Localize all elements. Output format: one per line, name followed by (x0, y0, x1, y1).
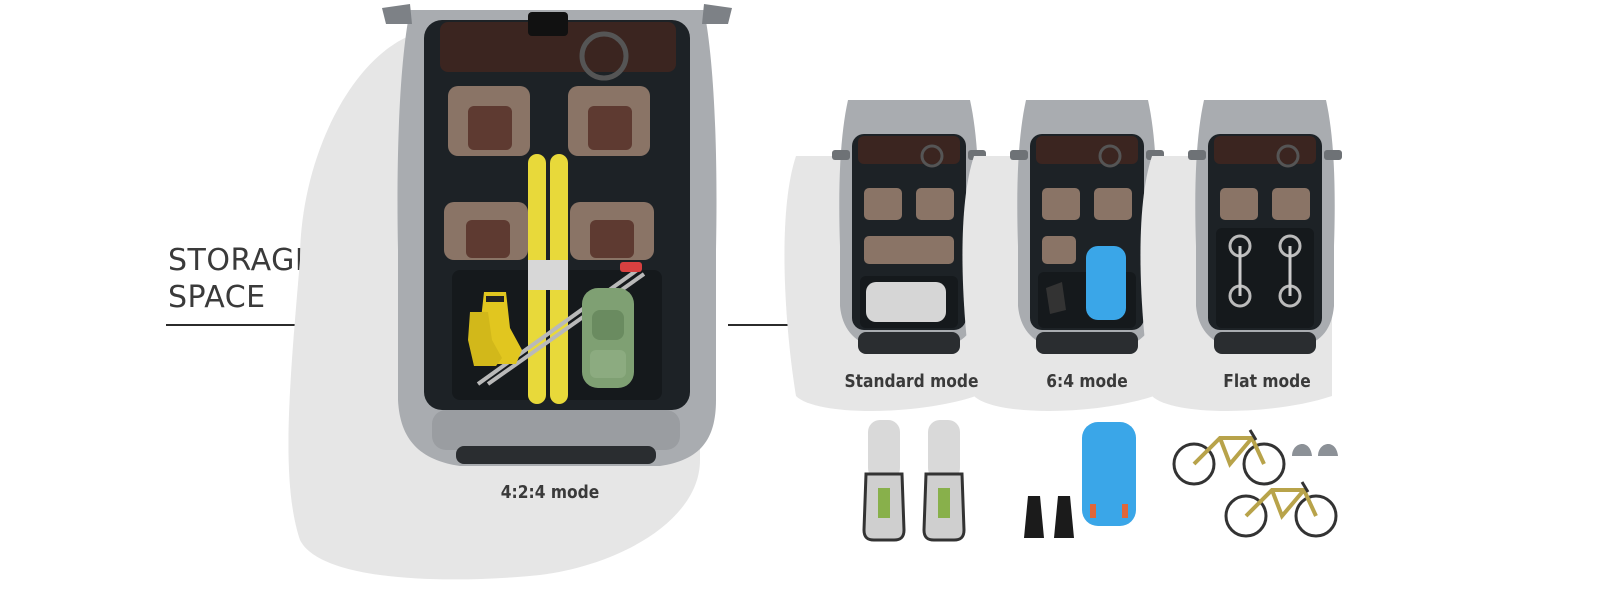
helmet-icon (1292, 443, 1338, 456)
title-line-2: SPACE (168, 280, 266, 315)
ski-icon (528, 154, 568, 404)
golf-bag-icon (862, 420, 966, 542)
mode-label-424: 4:2:4 mode (500, 482, 600, 503)
mode-label-flat: Flat mode (1223, 371, 1311, 392)
bodyboard-icon (1082, 422, 1136, 526)
section-title: STORAGE SPACE (168, 242, 314, 316)
bicycle-icon (1224, 481, 1338, 538)
swim-fin-icon (1024, 496, 1074, 538)
divider-line-left (166, 324, 398, 326)
mode-label-64: 6:4 mode (1046, 371, 1128, 392)
title-line-1: STORAGE (168, 243, 315, 278)
bicycle-icon (1172, 429, 1286, 486)
ski-boot-icon (468, 292, 522, 366)
backpack-icon (582, 288, 634, 388)
mode-label-standard: Standard mode (844, 371, 979, 392)
